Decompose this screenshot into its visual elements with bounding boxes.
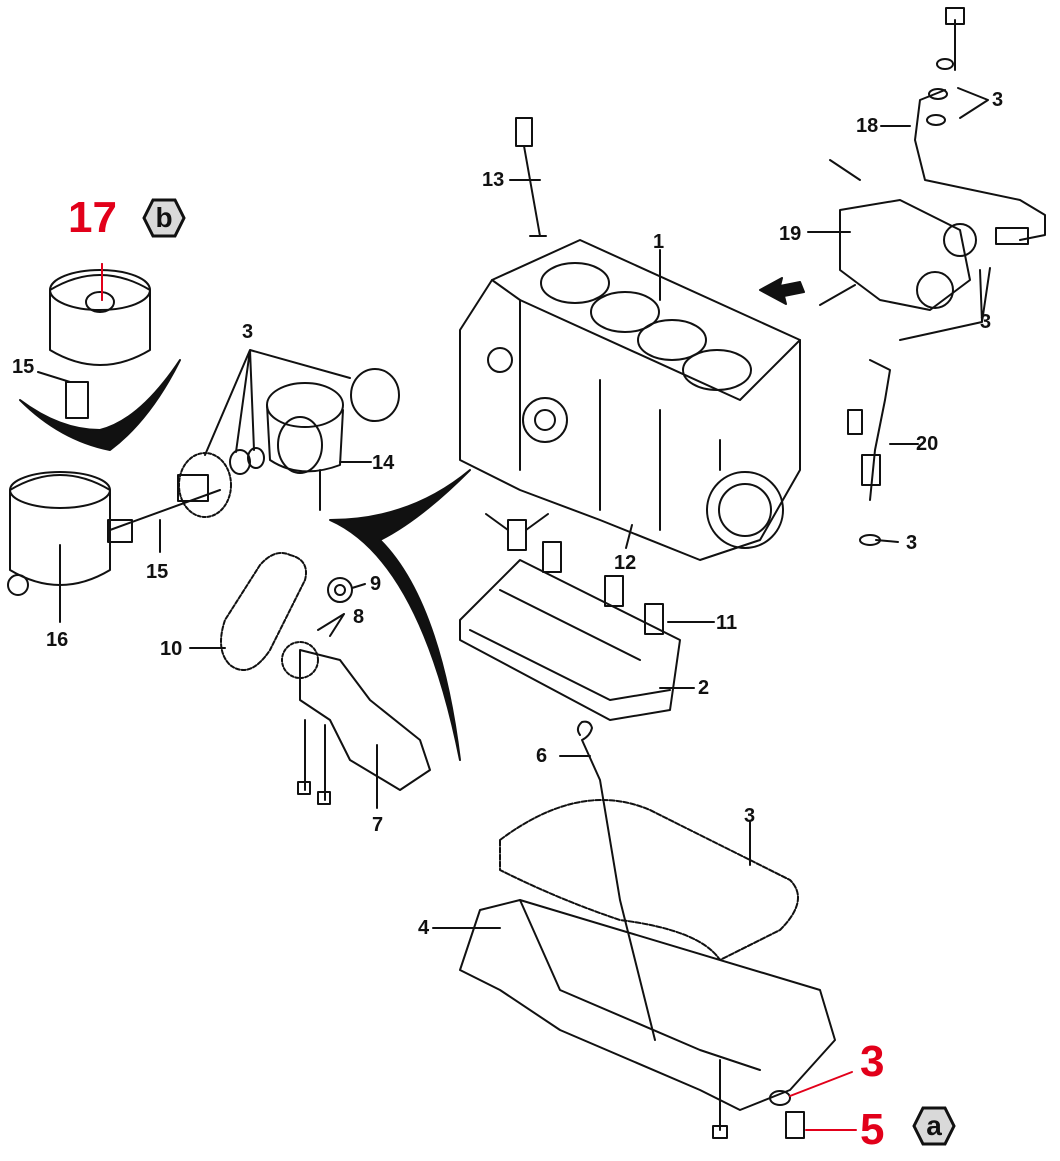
callout-15-bottom: 15 — [146, 561, 169, 583]
red-leader-lines — [101, 263, 857, 1131]
turbocharger — [819, 159, 977, 311]
callout-5-highlight: 5 — [860, 1105, 885, 1154]
callout-11: 11 — [716, 612, 738, 634]
badge-b: b — [142, 198, 186, 238]
callout-2: 2 — [698, 677, 710, 699]
callout-9: 9 — [370, 573, 382, 595]
callout-3-turbo-mid: 3 — [980, 311, 992, 333]
oil-pump — [281, 641, 431, 805]
oil-return-pipe — [847, 359, 891, 546]
callout-3-turbo-bottom: 3 — [906, 532, 918, 554]
badge-b-label: b — [155, 202, 173, 233]
callout-3-highlight: 3 — [860, 1037, 885, 1086]
oil-pump-chain — [220, 552, 353, 671]
callout-14: 14 — [372, 452, 395, 474]
hexagon-b-icon — [142, 198, 186, 238]
hexagon-a-icon — [912, 1106, 956, 1146]
oil-cooler — [266, 368, 400, 511]
section-curve-center — [329, 469, 471, 761]
badge-a-label: a — [926, 1110, 942, 1141]
callout-3-oil-cooler: 3 — [242, 321, 254, 343]
callout-1: 1 — [653, 231, 665, 253]
section-curve-left — [19, 359, 181, 451]
callout-17-highlight: 17 — [68, 193, 117, 242]
oil-feed-pipe — [914, 7, 1046, 245]
callout-13: 13 — [482, 169, 505, 191]
callout-19: 19 — [779, 223, 802, 245]
oil-filter-assembly — [7, 269, 221, 596]
leader-lines — [37, 87, 991, 929]
callout-10: 10 — [160, 638, 183, 660]
callout-3-turbo-top: 3 — [992, 89, 1004, 111]
callout-15-top: 15 — [12, 356, 35, 378]
callout-18: 18 — [856, 115, 879, 137]
dipstick-tube — [515, 117, 547, 237]
callout-3-oil-pan: 3 — [744, 805, 756, 827]
sealing-rings — [178, 447, 265, 518]
callout-8: 8 — [353, 606, 365, 628]
callout-12: 12 — [614, 552, 637, 574]
oil-pan-assembly — [459, 720, 836, 1139]
callout-16: 16 — [46, 629, 69, 651]
callout-20: 20 — [916, 433, 939, 455]
direction-arrow — [759, 277, 805, 305]
badge-a: a — [912, 1106, 956, 1146]
callout-7: 7 — [372, 814, 384, 836]
callout-4: 4 — [418, 917, 430, 939]
callout-6: 6 — [536, 745, 548, 767]
cylinder-block — [459, 239, 801, 561]
bearing-ladder — [459, 513, 681, 721]
